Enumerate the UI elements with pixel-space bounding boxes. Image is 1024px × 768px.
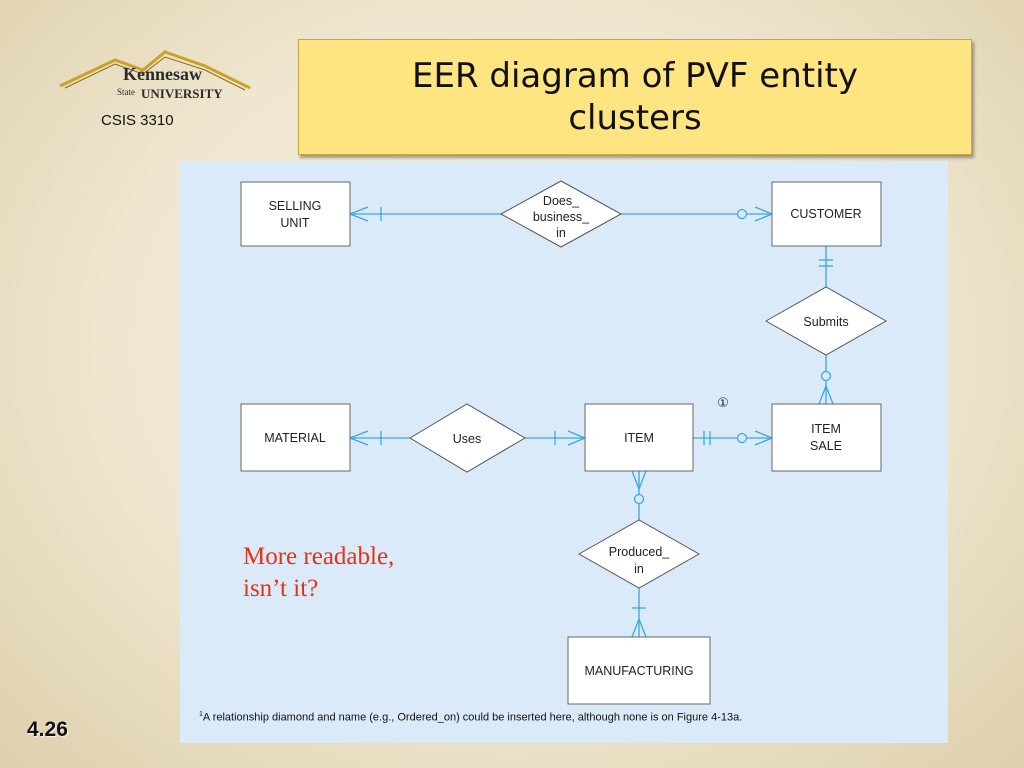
relationship-does-business-in: Does_ business_ in	[499, 180, 623, 248]
relationship-label: Produced_	[609, 545, 671, 559]
connector-item-produced-in	[631, 470, 647, 520]
annotation-line-1: More readable,	[243, 543, 395, 570]
entity-label: UNIT	[280, 216, 310, 230]
entity-customer: CUSTOMER	[771, 181, 882, 247]
entity-label: CUSTOMER	[790, 207, 861, 221]
entity-item-sale: ITEM SALE	[771, 403, 882, 472]
connector-material-uses	[349, 430, 410, 446]
entity-item: ITEM	[584, 403, 694, 472]
relationship-submits: Submits	[764, 286, 888, 356]
logo-text-university: UNIVERSITY	[141, 86, 223, 101]
entity-material: MATERIAL	[240, 403, 351, 472]
relationship-label: Submits	[803, 315, 848, 329]
footnote-sup: 1	[199, 711, 203, 718]
diagram-panel: SELLING UNIT CUSTOMER MATERIAL ITEM ITEM…	[180, 161, 948, 743]
relationship-label: in	[556, 226, 566, 240]
connector-item-item-sale	[693, 430, 773, 446]
entity-selling-unit: SELLING UNIT	[240, 181, 351, 247]
entity-manufacturing: MANUFACTURING	[567, 636, 711, 705]
relationship-label: Uses	[453, 432, 481, 446]
footnote-marker: ①	[717, 396, 729, 411]
connector-uses-item	[525, 430, 586, 446]
kennesaw-state-logo: Kennesaw State UNIVERSITY	[55, 48, 255, 110]
relationship-uses: Uses	[409, 403, 526, 473]
annotation-line-2: isn’t it?	[243, 575, 319, 602]
title-box: EER diagram of PVF entity clusters	[298, 39, 972, 155]
entity-label: ITEM	[811, 422, 841, 436]
course-label: CSIS 3310	[101, 112, 174, 129]
connector-submits-item-sale	[818, 355, 834, 405]
entity-label: SALE	[810, 439, 842, 453]
footnote-text: A relationship diamond and name (e.g., O…	[202, 711, 743, 724]
entity-label: MANUFACTURING	[584, 664, 693, 678]
relationship-label: business_	[533, 210, 590, 224]
entity-label: SELLING	[269, 199, 322, 213]
logo-text-state: State	[117, 87, 135, 97]
connector-does-business-customer	[621, 206, 773, 222]
relationship-label: Does_	[543, 194, 580, 208]
entity-label: ITEM	[624, 431, 654, 445]
footnote: 1A relationship diamond and name (e.g., …	[199, 711, 742, 724]
relationship-label: in	[634, 562, 644, 576]
connector-selling-unit-does-business	[349, 206, 501, 222]
relationship-produced-in: Produced_ in	[577, 519, 701, 589]
connector-customer-submits	[819, 246, 833, 287]
connector-produced-in-manufacturing	[631, 588, 647, 638]
slide-title: EER diagram of PVF entity clusters	[412, 56, 858, 138]
logo-text-kennesaw: Kennesaw	[123, 64, 202, 84]
slide-number: 4.26	[27, 718, 68, 741]
annotation-text: More readable, isn’t it?	[243, 541, 473, 605]
entity-label: MATERIAL	[264, 431, 326, 445]
eer-diagram: SELLING UNIT CUSTOMER MATERIAL ITEM ITEM…	[240, 180, 888, 705]
